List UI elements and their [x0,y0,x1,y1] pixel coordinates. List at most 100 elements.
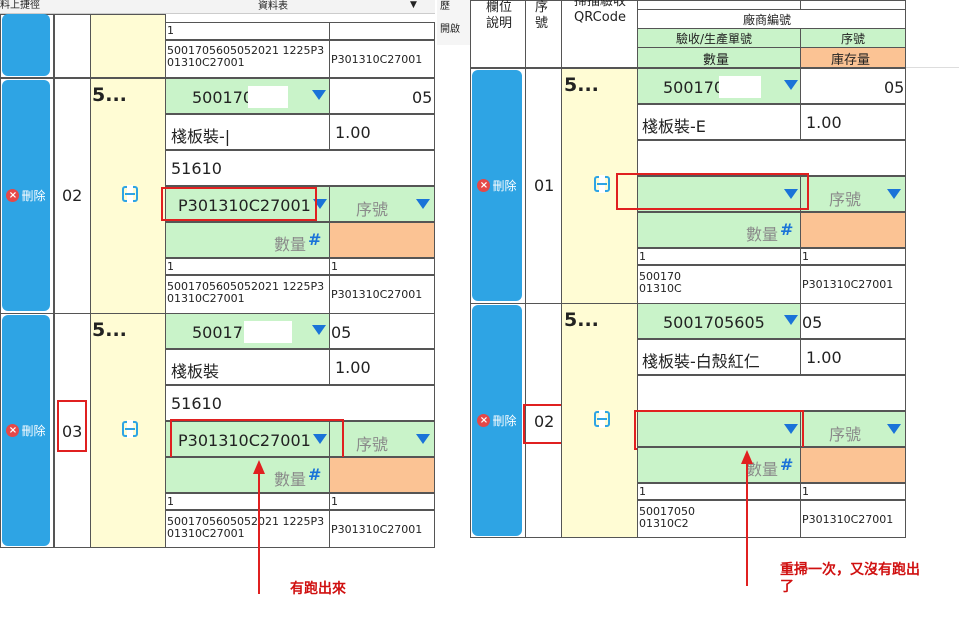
scan-icon[interactable] [122,185,138,203]
chevron-down-icon[interactable]: ▼ [410,0,417,10]
highlight-box [634,410,804,450]
right-row1-serial-placeholder: 序號 [829,190,862,209]
right-row2-stock-cell [800,447,906,483]
left-row3-seq: 03 [62,422,83,441]
left-top-delete-button[interactable] [2,14,50,76]
chevron-down-icon[interactable] [784,315,798,325]
chevron-down-icon[interactable] [887,424,901,434]
right-row1-desc-qty: 1.00 [806,113,842,132]
scan-icon[interactable] [594,175,610,193]
left-row3-material: 50017 [192,323,243,342]
chevron-down-icon[interactable] [313,434,327,444]
left-top-seq-cell [54,14,91,78]
left-row3-desc-qty: 1.00 [335,358,371,377]
right-row2-material-tail: 05 [802,313,823,332]
chevron-down-icon[interactable] [784,189,798,199]
left-top-qr-cell [90,14,166,78]
right-row1-item-short: 5... [564,74,599,96]
chevron-down-icon[interactable] [784,424,798,434]
right-row2-material-tail-cell [800,303,906,339]
left-row3-del-cell [0,313,54,548]
left-row3-code1-cell [165,510,330,548]
left-row3-qty-input[interactable] [165,457,330,493]
right-row1-desc: 棧板裝-E [642,117,706,136]
left-row2-material: 500170 [192,88,254,107]
left-row2-code1: 5001705605052021 1225P3 01310C27001 [167,280,325,305]
right-row2-qty1: 1 [639,485,646,498]
left-row2-qty-input[interactable] [165,222,330,258]
right-row1-code1: 500170 01310C [639,270,682,295]
right-row1-delete-button[interactable]: ×刪除 [472,70,522,301]
right-row1-desc-qty-cell [800,104,906,140]
right-row1-material: 500170 [663,78,725,97]
right-row2-desc: 棧板裝-白殼紅仁 [642,352,760,371]
annotation-arrow [253,460,265,594]
left-row2-qty2: 1 [331,260,338,273]
right-row1-lot: P301310C27001 [802,278,894,291]
left-row2-qty2-cell [329,258,435,275]
right-row1-lot-select[interactable] [637,176,801,212]
scan-icon[interactable] [122,420,138,438]
right-row2-seq: 02 [534,412,555,431]
left-row2-lot: P301310C27001 [331,288,423,301]
right-top-line [906,0,959,68]
left-row2-lot-cell [329,275,435,314]
right-hdr-col3-text: 掃描驗收QRCode [573,0,626,25]
right-row2-delete-button[interactable]: ×刪除 [472,305,522,536]
right-row1-qty1-cell [637,248,801,265]
right-row1-qty2-cell [800,248,906,265]
right-row2-material-select[interactable] [637,303,801,339]
left-row3-serial-placeholder: 序號 [356,435,389,454]
right-hdr-col1-text: 欄位說明 [485,0,512,31]
chevron-down-icon[interactable] [313,199,327,209]
left-row3-lot-cell [329,510,435,548]
right-hdr-stock-text: 庫存量 [831,53,871,68]
right-hdr-col1 [470,0,526,68]
right-hdr-qty-text: 數量 [703,53,730,68]
left-row2-stock-cell [329,222,435,258]
left-row2-material-tail: 05 [412,88,433,107]
chevron-down-icon[interactable] [416,199,430,209]
chevron-down-icon[interactable] [312,90,326,100]
left-row3-delete-button[interactable]: ×刪除 [2,315,50,546]
left-row2-code-cell [165,150,435,186]
annotation-arrow [741,450,753,586]
right-row1-material-tail-cell [800,68,906,104]
chevron-down-icon[interactable] [887,189,901,199]
left-row2-lot-select[interactable] [165,186,330,222]
right-row1-material-tail: 05 [884,78,905,97]
left-row3-qty1: 1 [167,495,174,508]
left-row2-delete-button[interactable]: ×刪除 [2,80,50,311]
right-hdr-stock [800,47,906,68]
right-row1-redaction [719,76,761,98]
left-top-header [0,0,435,14]
left-row3-lot-select[interactable] [165,421,330,457]
left-row2-item-short: 5... [92,84,127,106]
right-row2-lot: P301310C27001 [802,513,894,526]
right-hdr-col3 [561,0,638,68]
chevron-down-icon[interactable] [416,434,430,444]
history-tab[interactable]: 歷 [440,1,450,12]
left-row2-lot-select-value: P301310C27001 [178,196,311,215]
left-row2-desc-qty: 1.00 [335,123,371,142]
left-row2-material-select[interactable] [165,78,330,114]
scan-icon[interactable] [594,410,610,428]
chevron-down-icon[interactable] [784,80,798,90]
right-row2-qty2-cell [800,483,906,500]
right-row2-qty-input[interactable] [637,447,801,483]
right-row1-desc-cell [637,104,801,140]
right-row2-qty-label: 數量 [746,460,779,479]
open-tab[interactable]: 開啟 [440,24,460,35]
close-icon: × [6,424,20,437]
left-row2-qty-label: 數量 [274,235,307,254]
left-row2-qty1-cell [165,258,330,275]
chevron-down-icon[interactable] [312,325,326,335]
right-row2-desc-qty: 1.00 [806,348,842,367]
left-top-lot-cell [329,40,435,78]
right-side-strip [437,0,470,45]
highlight-box [616,173,809,210]
hash-icon: # [780,455,794,474]
left-top-code: 5001705605052021 1225P3 01310C27001 [167,44,325,69]
left-row3-code1: 5001705605052021 1225P3 01310C27001 [167,515,325,540]
right-row2-seq-cell [525,303,562,538]
